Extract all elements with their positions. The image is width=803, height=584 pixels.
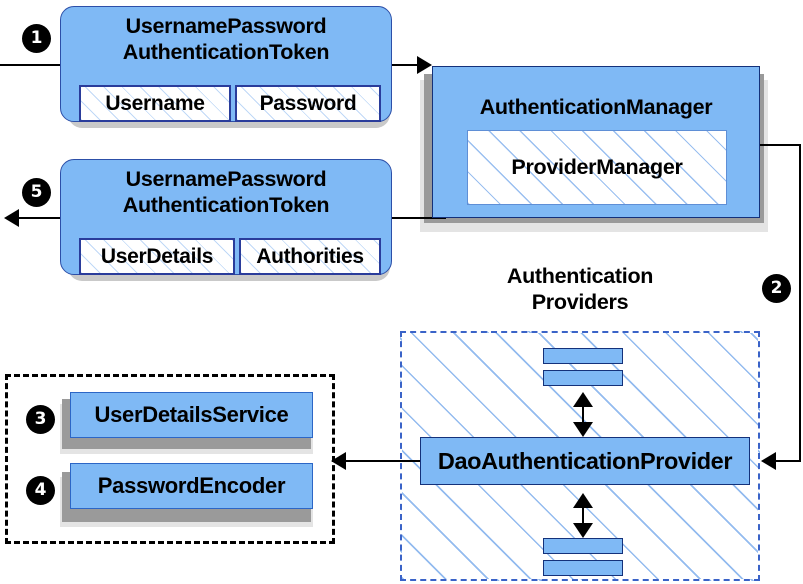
authentication-providers-title-line1: Authentication [506, 264, 654, 288]
token-to-manager-line [386, 64, 426, 66]
result-token[interactable]: UsernamePassword AuthenticationToken Use… [60, 159, 392, 275]
other-provider-bar-bottom-1[interactable] [543, 538, 623, 554]
request-token-field-password[interactable]: Password [235, 85, 381, 122]
step-badge-2: 2 [762, 274, 791, 303]
provider-link-bottom-arrow-down [573, 523, 593, 538]
authentication-providers-title: Authentication Providers [470, 263, 690, 315]
provider-link-top-line [582, 398, 584, 426]
step-badge-3: 3 [26, 405, 55, 434]
provider-manager[interactable]: ProviderManager [467, 130, 727, 205]
dao-to-dependencies-line [345, 460, 420, 462]
other-provider-bar-top-2[interactable] [543, 370, 623, 386]
dao-entry-line [775, 460, 801, 462]
request-token-title: UsernamePassword AuthenticationToken [61, 13, 391, 65]
request-token-title-line2: AuthenticationToken [122, 40, 330, 64]
password-encoder[interactable]: PasswordEncoder [70, 463, 313, 509]
manager-to-result-line [386, 217, 446, 219]
request-token-field-username[interactable]: Username [79, 85, 231, 122]
other-provider-bar-bottom-2[interactable] [543, 560, 623, 576]
step-badge-4: 4 [26, 476, 55, 505]
other-provider-bar-top-1[interactable] [543, 348, 623, 364]
result-token-title: UsernamePassword AuthenticationToken [61, 166, 391, 218]
authentication-providers-title-line2: Providers [531, 290, 629, 314]
step-badge-1: 1 [22, 24, 51, 53]
request-token-title-line1: UsernamePassword [125, 14, 327, 38]
authentication-manager[interactable]: AuthenticationManager ProviderManager [432, 66, 760, 218]
outgoing-result-arrowhead [4, 209, 19, 227]
dao-entry-arrowhead [761, 452, 776, 470]
authentication-manager-title: AuthenticationManager [479, 95, 713, 119]
step-badge-5: 5 [22, 178, 51, 207]
result-token-field-userdetails[interactable]: UserDetails [79, 238, 235, 275]
token-to-manager-arrowhead [417, 56, 432, 74]
manager-right-exit-line [760, 144, 801, 146]
provider-link-top-arrow-down [573, 422, 593, 437]
result-token-title-line1: UsernamePassword [125, 167, 327, 191]
result-token-field-authorities[interactable]: Authorities [239, 238, 381, 275]
provider-link-bottom-line [582, 499, 584, 527]
request-token[interactable]: UsernamePassword AuthenticationToken Use… [60, 6, 392, 122]
result-token-title-line2: AuthenticationToken [122, 193, 330, 217]
dao-authentication-provider[interactable]: DaoAuthenticationProvider [420, 437, 750, 485]
dao-to-dependencies-arrowhead [331, 452, 346, 470]
user-details-service[interactable]: UserDetailsService [70, 392, 313, 438]
manager-to-dao-vertical-line [799, 144, 801, 461]
